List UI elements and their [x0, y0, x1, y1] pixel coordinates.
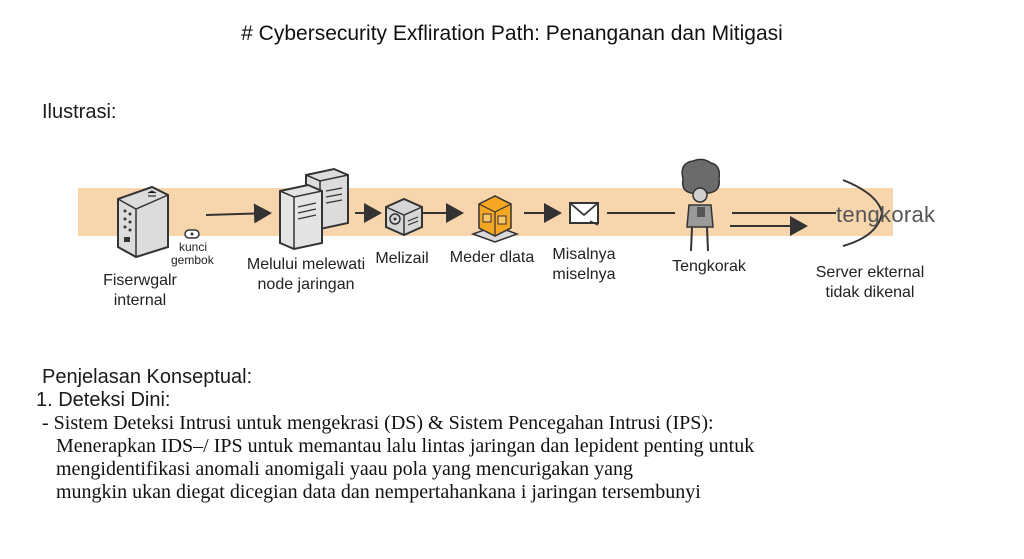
node-external-label-1: Server ekternal: [815, 264, 925, 281]
explanation-heading: Penjelasan Konseptual:: [42, 366, 253, 388]
page-title: # Cybersecurity Exfliration Path: Penang…: [241, 22, 783, 45]
external-server-arc: [842, 179, 884, 247]
node-mail-label-1: Misalnya: [552, 246, 616, 263]
lock-label-1: kunci: [179, 240, 208, 254]
illustration-heading: Ilustrasi:: [42, 101, 117, 123]
gear-box-icon: [385, 197, 423, 237]
padlock-icon: [184, 229, 200, 239]
detection-subheading: 1. Deteksi Dini:: [36, 389, 171, 411]
external-server-big-label: tengkorak: [836, 202, 936, 227]
internal-server-icon: [117, 185, 169, 259]
arrow-1: [205, 203, 272, 224]
node-hacker-label: Tengkorak: [672, 258, 746, 275]
node-network-label-2: node jaringan: [257, 276, 355, 293]
envelope-icon: [569, 202, 599, 226]
data-blocks-icon: [470, 195, 520, 243]
explanation-line-1: - Sistem Deteksi Intrusi untuk mengekras…: [42, 412, 714, 434]
node-data-label: Meder dlata: [449, 249, 535, 266]
node-network-label-1: Melului melewati: [246, 256, 366, 273]
lock-label-2: gembok: [171, 253, 214, 267]
hacker-figure-icon: [681, 158, 721, 252]
explanation-line-2: Menerapkan IDS–/ IPS untuk memantau lalu…: [56, 435, 755, 457]
node-gear-label: Melizail: [375, 250, 429, 267]
explanation-line-3: mengidentifikasi anomali anomigali yaau …: [56, 458, 634, 480]
node-mail-label-2: miselnya: [552, 266, 616, 283]
node-internal-label-1: Fiserwgalr: [103, 272, 177, 289]
explanation-line-4: mungkin ukan diegat dicegian data dan ne…: [56, 481, 701, 503]
network-node-servers-icon: [279, 167, 349, 251]
node-internal-label-2: internal: [113, 292, 167, 309]
node-external-label-2: tidak dikenal: [825, 284, 915, 301]
